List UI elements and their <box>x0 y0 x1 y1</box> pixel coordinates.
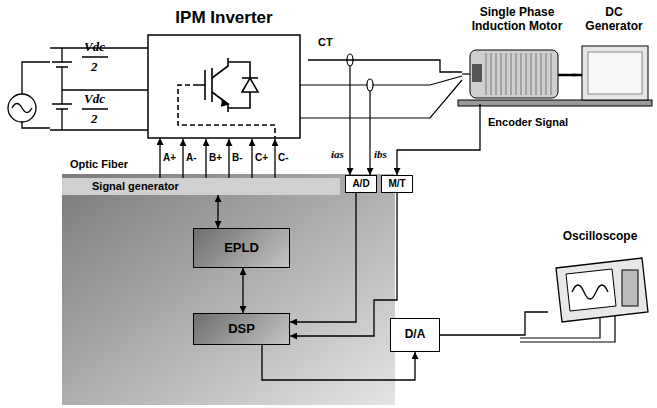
pin-label: C+ <box>255 152 268 164</box>
node-text: IPM Inverter <box>175 8 272 28</box>
signal-generator: Signal generator <box>62 178 340 195</box>
node-text: DC Generator <box>576 6 652 34</box>
connector <box>159 138 160 178</box>
signal-label: Optic Fiber <box>70 158 128 171</box>
oscilloscope: Oscilloscope <box>548 230 652 326</box>
counter-box: M/T <box>381 175 413 193</box>
pin-label: B- <box>232 152 243 164</box>
connector <box>242 268 243 313</box>
node-text: Oscilloscope <box>563 230 638 244</box>
signal-label: ibs <box>374 148 387 161</box>
connector <box>572 74 576 77</box>
edge-label: Encoder Signal <box>486 116 570 129</box>
connector <box>397 104 480 175</box>
node-text: A/D <box>352 178 369 190</box>
voltage-label: Vdc <box>84 40 105 55</box>
node-text: EPLD <box>224 241 259 256</box>
induction-motor <box>462 50 558 98</box>
oscilloscope-symbol <box>520 258 648 342</box>
motor-unit: Single Phase Induction Motor <box>462 6 572 104</box>
logic-chip: EPLD <box>193 228 290 268</box>
pin-label: C- <box>278 152 289 164</box>
ac-source <box>8 62 50 128</box>
sensor-label: CT <box>318 36 333 49</box>
node-text: M/T <box>388 178 405 190</box>
control-board <box>62 174 395 405</box>
pin-label: B+ <box>209 152 222 164</box>
bench-plate <box>458 100 652 106</box>
ipm-housing <box>148 35 300 138</box>
processor-chip: DSP <box>193 313 290 345</box>
dc-link <box>50 48 148 130</box>
igbt-symbol <box>178 58 275 138</box>
voltage-label: Vdc <box>84 92 105 107</box>
connector <box>308 60 462 72</box>
optic-fiber <box>183 139 275 178</box>
voltage-label: 2 <box>91 112 98 127</box>
generator-unit: DC Generator <box>576 6 652 106</box>
converter-box: A/D <box>345 175 377 193</box>
connector <box>290 193 356 322</box>
connector <box>217 195 218 228</box>
pin-label: A+ <box>163 152 176 164</box>
node-text: D/A <box>405 328 426 342</box>
pin-label: A- <box>186 152 197 164</box>
motor-wire <box>300 54 462 175</box>
voltage-label: 2 <box>91 60 98 75</box>
dc-generator <box>558 46 648 100</box>
node-text: Single Phase Induction Motor <box>462 6 572 34</box>
inverter-module: IPM Inverter <box>140 8 308 138</box>
converter-box: D/A <box>390 318 440 352</box>
signal-label: ias <box>331 148 344 161</box>
connector <box>440 312 548 335</box>
node-text: DSP <box>228 322 255 337</box>
connector <box>290 193 397 336</box>
node-text: Signal generator <box>92 180 179 193</box>
